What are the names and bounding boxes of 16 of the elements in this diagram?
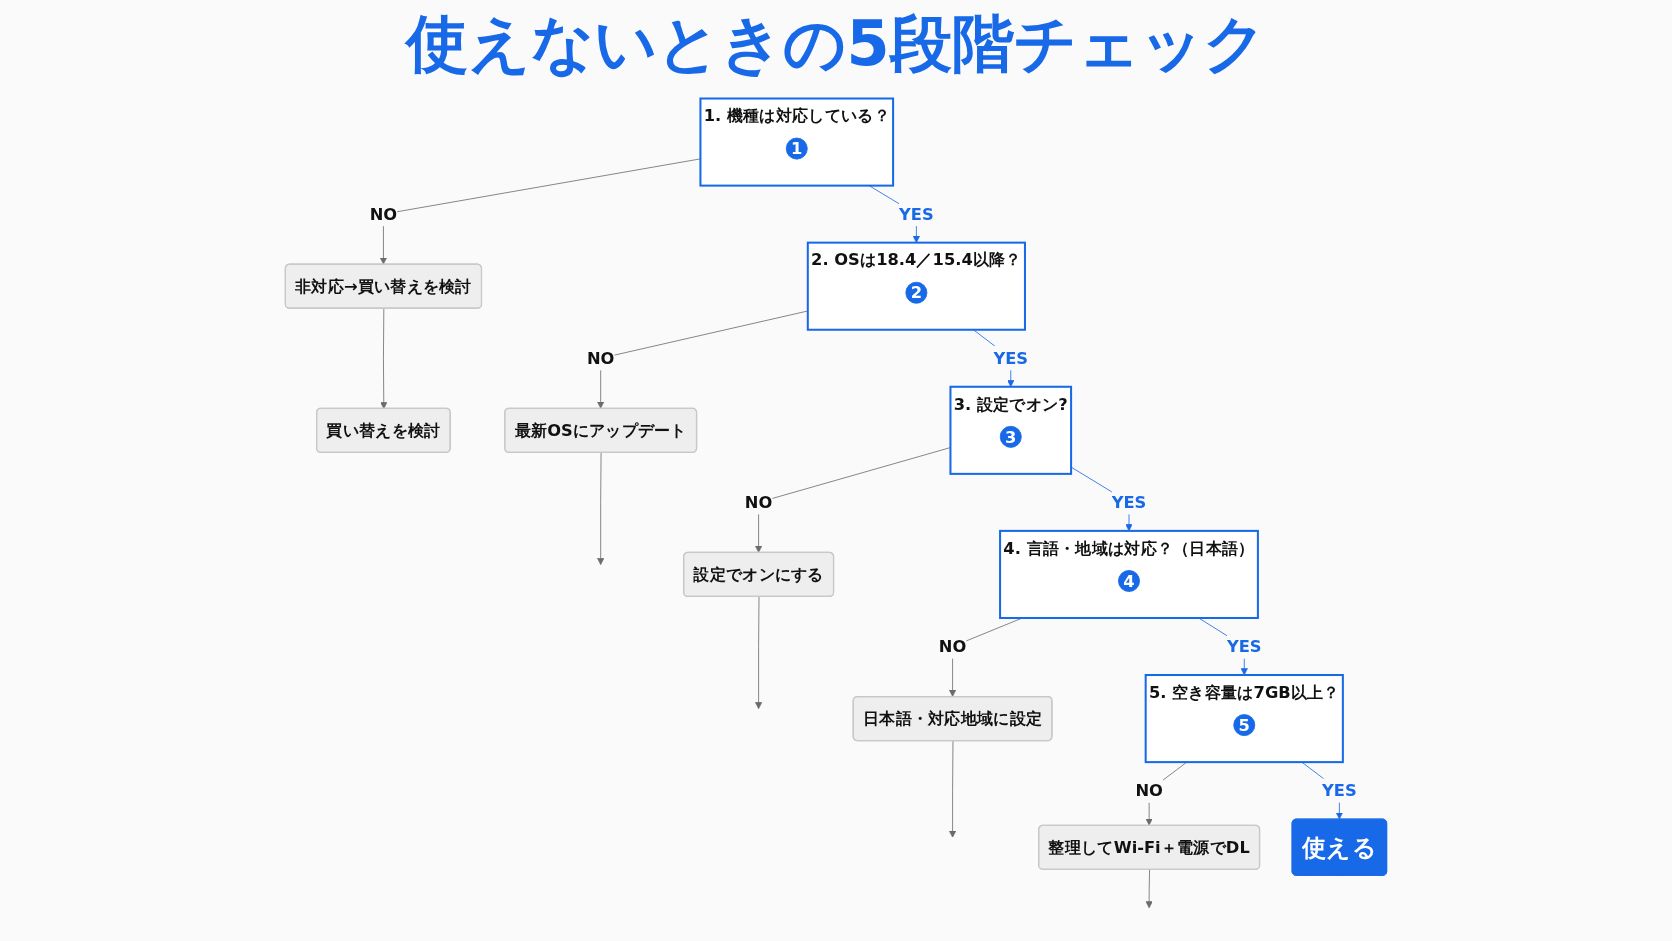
- edge-label: YES: [1322, 780, 1357, 801]
- edge-label: NO: [744, 492, 773, 513]
- edge-label: NO: [369, 204, 398, 224]
- edge-label: YES: [899, 204, 934, 224]
- node-circle: 3: [999, 425, 1022, 448]
- edge-label: YES: [1226, 636, 1262, 657]
- node-circle: 4: [1118, 570, 1140, 592]
- edge-label: YES: [993, 348, 1029, 369]
- title: 使えないときの5段階チェック: [406, 6, 1266, 82]
- edge-label: NO: [586, 348, 615, 369]
- node-circle: 1: [785, 137, 808, 160]
- node-circle: 5: [1233, 714, 1256, 737]
- edge-label: YES: [1111, 492, 1147, 513]
- edge-label: NO: [1135, 780, 1163, 801]
- edge-label: NO: [938, 636, 967, 657]
- node-circle: 2: [905, 281, 928, 304]
